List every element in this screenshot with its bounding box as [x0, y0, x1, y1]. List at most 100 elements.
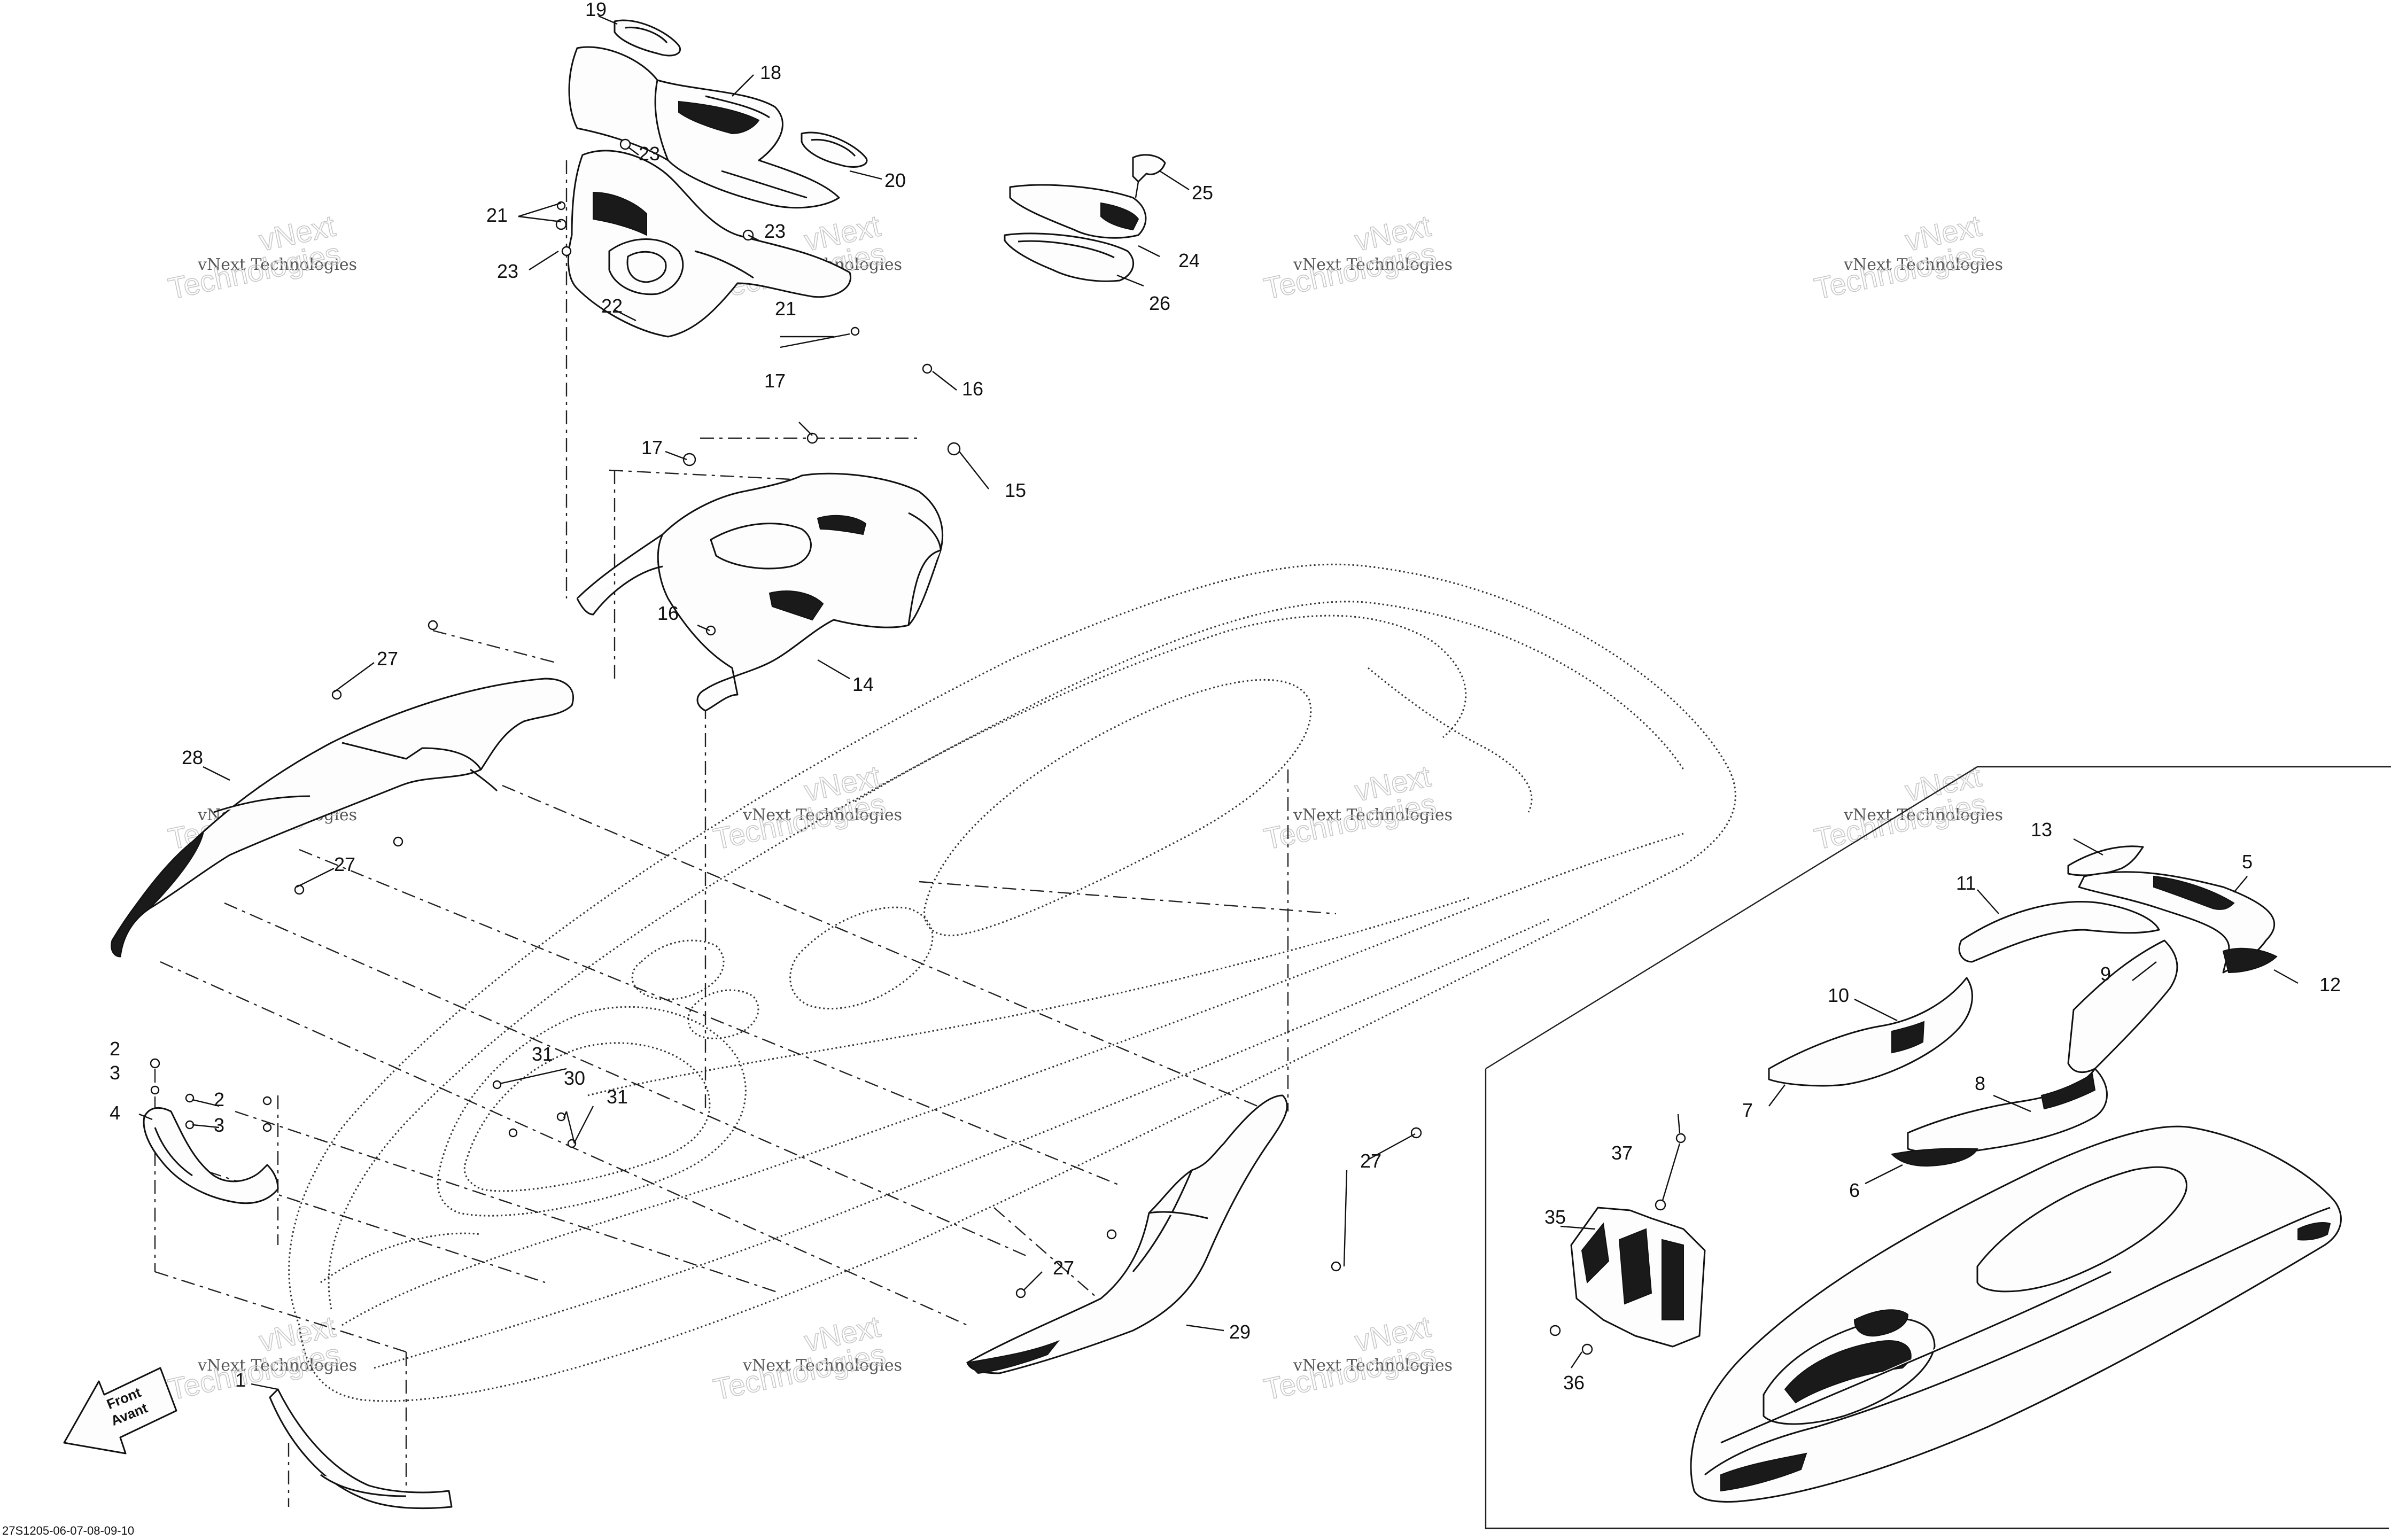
bolt-icon: [619, 138, 631, 150]
watermark-line3: Technologies: [1261, 1337, 1439, 1406]
callout-13: 13: [2031, 819, 2052, 841]
callout-3-left: 3: [110, 1062, 120, 1084]
screw-icon: [1331, 1261, 1341, 1272]
screw-icon: [185, 1093, 195, 1103]
screw-icon: [1581, 1343, 1593, 1355]
callout-20: 20: [884, 169, 906, 191]
watermark-line3: Technologies: [1811, 236, 1989, 306]
callout-21-bottom: 21: [775, 298, 796, 320]
part-25-latch: [1132, 154, 1166, 198]
callout-12: 12: [2319, 974, 2341, 995]
part-19-grip: [614, 19, 681, 57]
screw-icon: [1015, 1288, 1026, 1298]
part-36-screws: [1549, 1325, 1593, 1355]
callout-4: 4: [110, 1102, 120, 1124]
part-14-console: [576, 472, 944, 712]
washer-icon: [1655, 1199, 1666, 1211]
part-37-bolt: [1655, 1133, 1686, 1211]
watermark-line2: vNext Technologies: [197, 1356, 357, 1375]
nut-icon: [947, 442, 961, 456]
callout-30: 30: [564, 1067, 585, 1089]
part-1-strip: [269, 1388, 453, 1510]
watermark-line3: Technologies: [710, 787, 888, 856]
screw-icon: [393, 836, 403, 847]
callout-15: 15: [1005, 479, 1026, 501]
watermark: vNext vNext Technologies Technologies: [1261, 1309, 1453, 1406]
bolt-icon: [1675, 1133, 1686, 1144]
watermark-line2: vNext Technologies: [742, 1356, 902, 1375]
screw-icon: [1549, 1325, 1561, 1336]
leader-lines: [138, 15, 2299, 1390]
callout-17-left: 17: [641, 437, 663, 458]
callout-19: 19: [585, 0, 607, 20]
part-24-lid: [1009, 184, 1147, 239]
part-28-panel: [111, 678, 574, 958]
callout-22: 22: [601, 295, 623, 317]
watermark-line3: Technologies: [1811, 787, 1989, 856]
hull-ghost: [288, 563, 1736, 1402]
screw-icon: [1106, 1229, 1117, 1240]
part-29-panel: [966, 1094, 1288, 1374]
watermark-line3: Technologies: [165, 1337, 343, 1406]
watermark-line2: vNext Technologies: [1293, 1356, 1453, 1375]
callout-31-right: 31: [607, 1086, 628, 1108]
part-22-steering-housing: [568, 150, 852, 338]
watermark-line2: vNext Technologies: [1293, 806, 1453, 825]
screw-icon: [850, 326, 860, 336]
screw-icon: [806, 432, 818, 444]
callout-24: 24: [1178, 250, 1200, 271]
part-4-bracket: [143, 1107, 279, 1204]
callout-2-right: 2: [214, 1088, 224, 1110]
bolt-icon: [561, 246, 572, 256]
callout-7: 7: [1742, 1099, 1753, 1121]
watermark-line3: Technologies: [710, 1337, 888, 1406]
callout-5: 5: [2242, 851, 2253, 873]
inset-box: [1485, 766, 2391, 1529]
watermark-group: vNext vNext Technologies Technologies vN…: [165, 208, 2003, 1406]
part-18-handlebar-cover: [568, 46, 840, 209]
nut-icon: [682, 453, 696, 466]
callout-1: 1: [235, 1369, 246, 1391]
callout-31-top: 31: [532, 1043, 553, 1065]
callout-27-low: 27: [1053, 1257, 1074, 1279]
alignment-lines: [154, 160, 1337, 1507]
watermark: vNext vNext Technologies Technologies: [165, 208, 357, 306]
watermark: vNext vNext Technologies Technologies: [165, 1309, 357, 1406]
part-10-decal: [1768, 977, 1973, 1087]
callout-27-mid: 27: [334, 853, 355, 875]
callout-16-top: 16: [962, 378, 983, 400]
screw-icon: [922, 363, 933, 374]
callout-23-left: 23: [497, 260, 518, 282]
inset-hull: [1690, 1125, 2342, 1503]
screw-icon: [705, 625, 716, 636]
callout-35: 35: [1544, 1206, 1566, 1228]
part-26-gasket: [1004, 232, 1135, 282]
callout-37: 37: [1611, 1142, 1633, 1164]
part-13-decal: [2067, 845, 2144, 876]
callout-27-top: 27: [377, 648, 398, 670]
screw-icon: [331, 689, 342, 700]
callout-36: 36: [1563, 1372, 1585, 1394]
callout-28: 28: [182, 746, 203, 768]
watermark: vNext vNext Technologies Technologies: [710, 758, 902, 856]
washer-icon: [185, 1120, 195, 1130]
washer-icon: [150, 1085, 160, 1095]
part-12-decal: [2222, 947, 2278, 974]
callout-11: 11: [1956, 872, 1976, 894]
watermark-line2: vNext Technologies: [1843, 806, 2003, 825]
watermark: vNext vNext Technologies Technologies: [710, 1309, 902, 1406]
watermark-line3: Technologies: [1261, 236, 1439, 306]
part-35-bin: [1570, 1207, 1706, 1348]
watermark-line2: vNext Technologies: [742, 806, 902, 825]
callout-6: 6: [1849, 1179, 1860, 1201]
callout-9: 9: [2100, 963, 2111, 985]
drawing-code: 27S1205-06-07-08-09-10: [2, 1524, 134, 1537]
washer-icon: [262, 1123, 272, 1132]
callout-26: 26: [1149, 292, 1170, 314]
part-8-decal: [1907, 1068, 2108, 1154]
screw-icon: [294, 884, 305, 895]
screw-icon: [508, 1128, 518, 1138]
watermark-line3: Technologies: [165, 236, 343, 306]
callout-2-left: 2: [110, 1038, 120, 1060]
